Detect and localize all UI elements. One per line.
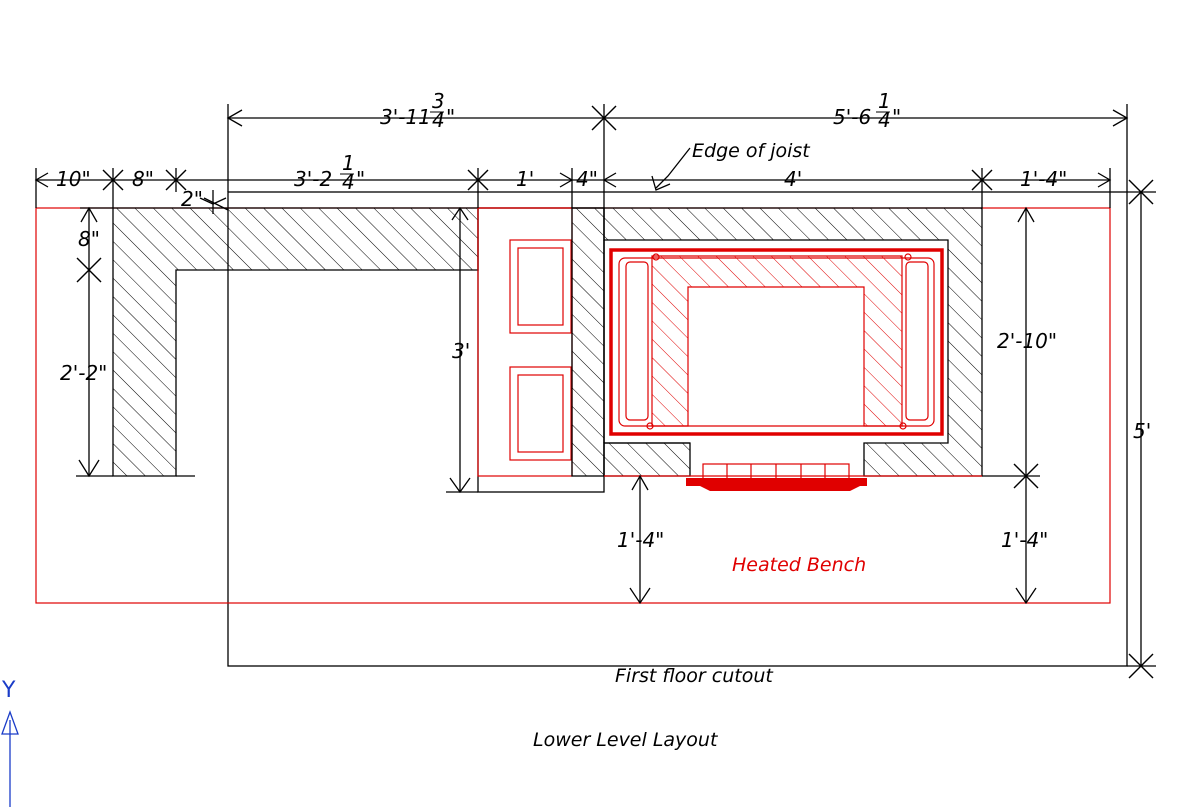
dim-1-4-top: 1'-4" <box>1020 167 1067 191</box>
dim-left-x2 <box>76 257 102 283</box>
left-l-wall <box>112 207 479 477</box>
dim-top-right-frac-num: 1 <box>878 89 891 113</box>
ucs-axis-icon: Y <box>1 678 19 807</box>
dim-right-arrow-bottom <box>1015 587 1037 605</box>
dim-row2-x-c2 <box>467 169 489 191</box>
dim-2-10: 2'-10" <box>997 329 1057 353</box>
vent-box-lower-inner <box>517 374 564 453</box>
heater-surround-wall <box>603 207 983 477</box>
dim-top-right-suffix: " <box>892 105 901 129</box>
vent-box-upper <box>509 239 572 334</box>
dim-10in: 10" <box>56 167 91 191</box>
first-floor-cutout-label: First floor cutout <box>615 665 774 687</box>
dim-5ft-x-top-2 <box>1128 179 1154 205</box>
dim-3ft-arrow-top <box>451 206 469 221</box>
dim-bench-arrow-bottom <box>629 587 651 605</box>
heater-door-frame <box>686 478 867 486</box>
dim-left-arrow-bottom <box>78 459 100 478</box>
dim-row1-arrow-left <box>226 109 243 127</box>
dim-3ft: 3' <box>452 339 470 363</box>
dim-4ft: 4' <box>784 167 802 191</box>
dim-2in-leader <box>203 197 229 211</box>
dim-row1-arrow-right <box>1112 109 1129 127</box>
heater-firebox-hatch <box>651 255 903 427</box>
dim-right-arrow-top <box>1017 206 1035 223</box>
dim-top-left-frac-den: 4 <box>432 108 445 132</box>
edge-of-joist-leader <box>655 147 691 189</box>
dim-3-2-suffix: " <box>356 167 365 191</box>
axis-y-label: Y <box>1 678 16 703</box>
dim-top-left-suffix: " <box>446 105 455 129</box>
dim-top-left-frac-num: 3 <box>432 89 445 113</box>
dim-row2-x-d2 <box>971 169 993 191</box>
drawing-title: Lower Level Layout <box>533 729 719 751</box>
dim-2in-arrow <box>199 197 227 205</box>
heater-bolt-bl <box>646 422 654 430</box>
heater-door-sill <box>700 486 860 491</box>
dim-row2-arrow-right <box>1097 172 1112 188</box>
dim-4in: 4" <box>576 167 598 191</box>
dim-2in: 2" <box>181 187 203 211</box>
dim-top-right-frac-den: 4 <box>878 108 891 132</box>
dim-8in-left: 8" <box>78 227 100 251</box>
dim-5ft-x-bot-2 <box>1128 653 1154 679</box>
dim-3ft-arrow-bottom <box>449 477 471 494</box>
heater-firebox-outer <box>609 248 944 436</box>
heater-bolt-tl <box>652 253 660 261</box>
dim-row2-arrow-4in-r <box>602 172 617 188</box>
dim-left-arrow-top <box>80 206 98 223</box>
vent-box-lower <box>509 366 572 461</box>
dim-8in: 8" <box>132 167 154 191</box>
dim-top-right-total: 5'-6 <box>833 105 871 129</box>
dim-3-2: 3'-2 <box>294 167 332 191</box>
first-floor-cutout-outline <box>227 191 1128 667</box>
dim-1-4-bottom-left: 1'-4" <box>617 528 664 552</box>
dim-1ft: 1' <box>516 167 534 191</box>
dim-3-2-frac-num: 1 <box>342 151 355 175</box>
dim-2-2: 2'-2" <box>60 361 107 385</box>
divider-wall <box>571 207 605 477</box>
edge-of-joist-label: Edge of joist <box>692 140 811 162</box>
dim-row2-x-b2 <box>165 169 187 191</box>
dim-row2-arrow-4in-l <box>559 172 574 188</box>
heater-surround-wall-bottom-left <box>603 442 691 477</box>
dim-3-2-frac-den: 4 <box>342 170 355 194</box>
dim-row2-x-a2 <box>102 169 124 191</box>
heater-bolt-br <box>899 422 907 430</box>
heater-channel-right <box>905 261 929 421</box>
dim-5ft: 5' <box>1133 419 1151 443</box>
heater-channel-left <box>625 261 649 421</box>
vent-box-upper-inner <box>517 247 564 326</box>
heated-bench-label: Heated Bench <box>732 554 866 576</box>
dim-row2-arrow-left <box>34 172 49 188</box>
dim-row1-x2 <box>591 105 617 131</box>
dim-bench-arrow-top <box>631 474 649 491</box>
edge-of-joist-arrow <box>651 175 671 191</box>
dim-1-4-bottom-right: 1'-4" <box>1001 528 1048 552</box>
heater-bolt-tr <box>904 253 912 261</box>
dim-top-left-total: 3'-11 <box>380 105 431 129</box>
